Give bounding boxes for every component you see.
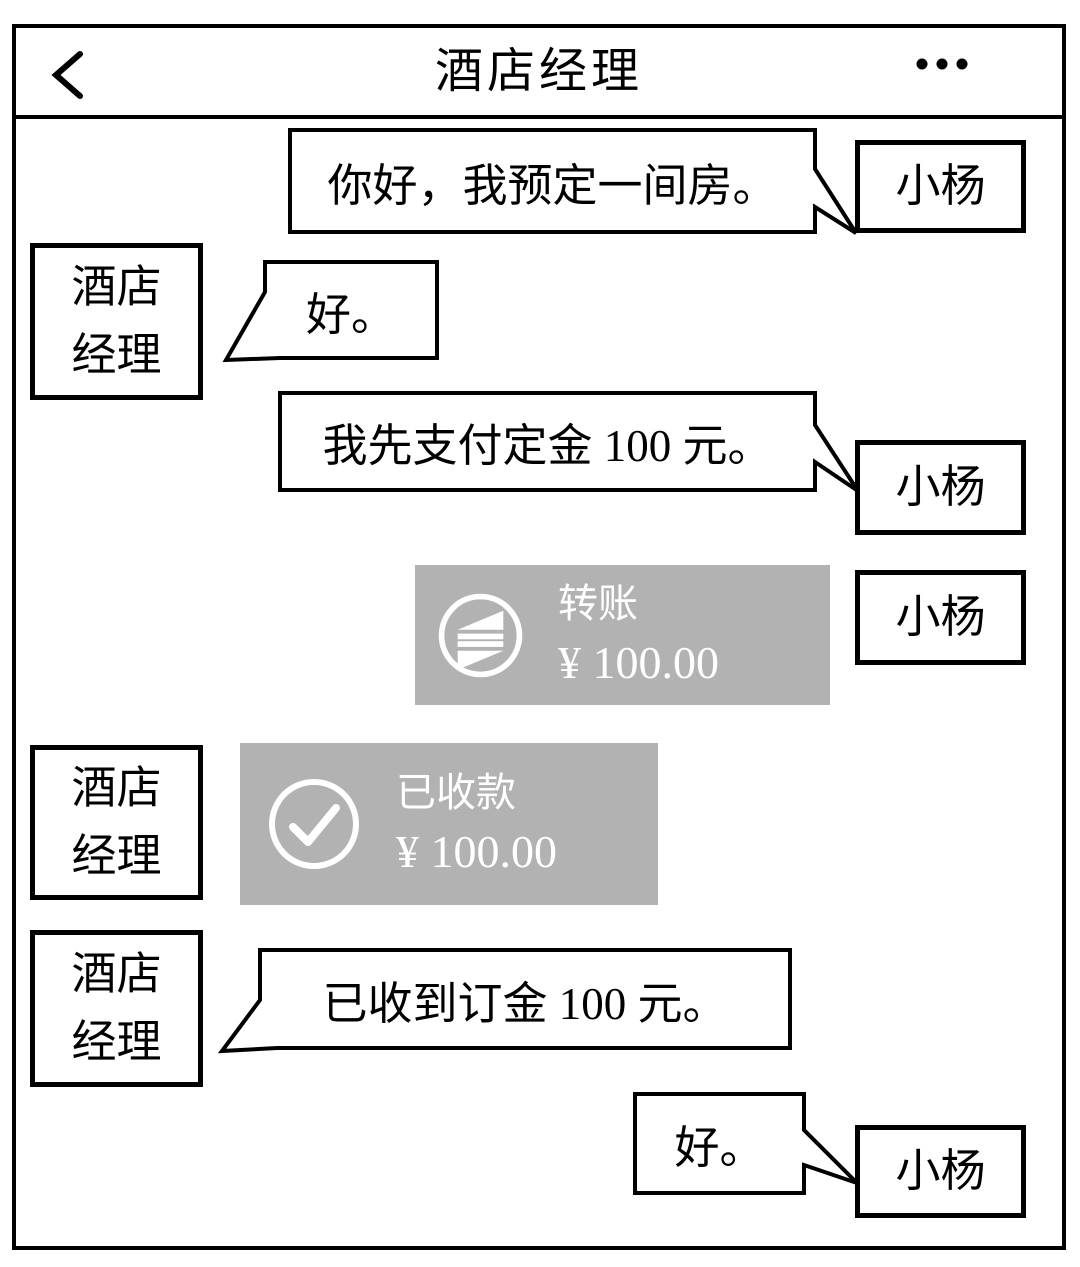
- avatar-xiaoyang[interactable]: 小杨: [855, 440, 1026, 535]
- message-bubble-outline: [222, 260, 439, 363]
- app-frame: 酒店经理: [12, 24, 1066, 1250]
- avatar-manager[interactable]: 酒店 经理: [30, 930, 203, 1087]
- check-circle-icon: [269, 779, 359, 869]
- message-text: 好。: [305, 289, 396, 340]
- message-bubble: 已收到订金 100 元。: [260, 950, 790, 1048]
- payment-received-label: 已收款: [396, 770, 516, 815]
- transfer-amount: ¥ 100.00: [558, 637, 719, 688]
- transfer-message-card[interactable]: 转账 ¥ 100.00: [415, 565, 830, 705]
- message-bubble-outline: [288, 128, 858, 235]
- message-bubble: 你好，我预定一间房。: [290, 130, 815, 232]
- back-icon: [51, 51, 83, 99]
- transfer-arrows-icon: [438, 593, 523, 677]
- chat-scroll-area: 你好，我预定一间房。 小杨 酒店 经理 好。 我先支付定金 100 元。 小杨: [16, 119, 1062, 1246]
- chat-header: 酒店经理: [16, 28, 1062, 119]
- message-bubble: 我先支付定金 100 元。: [280, 393, 815, 490]
- avatar-manager[interactable]: 酒店 经理: [30, 243, 203, 400]
- more-button[interactable]: [914, 56, 984, 92]
- avatar-manager[interactable]: 酒店 经理: [30, 745, 203, 900]
- message-bubble: 好。: [635, 1094, 804, 1193]
- bubble-outlines-layer: [217, 128, 860, 1195]
- avatar-xiaoyang[interactable]: 小杨: [855, 1125, 1026, 1218]
- message-text: 好。: [674, 1123, 765, 1173]
- transfer-label: 转账: [558, 581, 638, 626]
- avatar-xiaoyang[interactable]: 小杨: [855, 140, 1026, 233]
- message-bubble-outline: [217, 948, 792, 1054]
- message-text: 你好，我预定一间房。: [327, 160, 778, 211]
- page-title: 酒店经理: [434, 45, 643, 98]
- payment-received-amount: ¥ 100.00: [396, 826, 557, 877]
- back-button[interactable]: [46, 48, 106, 104]
- avatar-xiaoyang[interactable]: 小杨: [855, 570, 1026, 665]
- message-bubble-outline: [278, 391, 860, 493]
- message-text: 已收到订金 100 元。: [322, 978, 728, 1029]
- message-text: 我先支付定金 100 元。: [322, 421, 773, 471]
- payment-received-card[interactable]: 已收款 ¥ 100.00: [240, 743, 658, 905]
- message-bubble-outline: [633, 1092, 859, 1195]
- more-icon: [916, 58, 968, 70]
- message-bubble: 好。: [265, 262, 437, 358]
